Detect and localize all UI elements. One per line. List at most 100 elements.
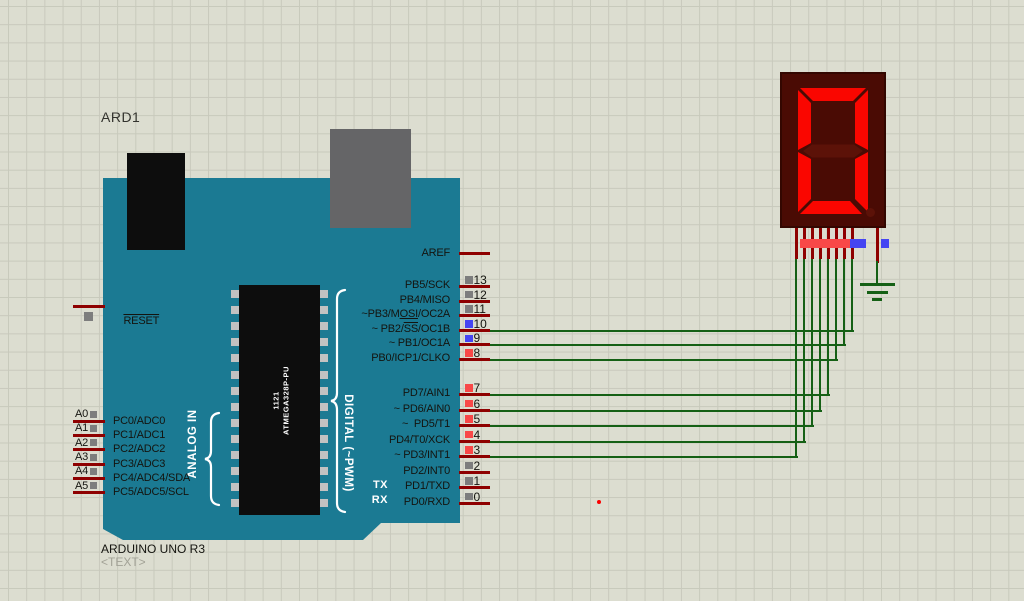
wire-pin8-v[interactable] <box>835 258 837 361</box>
wire-pin3-v[interactable] <box>795 258 797 458</box>
seven-segment-display[interactable] <box>780 72 886 228</box>
pin-name-2: PD2/INT0 <box>403 464 450 477</box>
wire-pin6-h[interactable] <box>490 409 822 412</box>
segment-f <box>798 90 811 150</box>
pin-stub-13[interactable] <box>458 285 490 288</box>
display-common-state-indicator <box>881 239 889 248</box>
pin-stub-1[interactable] <box>458 486 490 489</box>
display-pin-state-indicator <box>800 239 809 248</box>
pin-name-a5: A5 <box>74 479 88 492</box>
wire-pin5-h[interactable] <box>490 425 814 427</box>
pin-label-a2: PC2/ADC2 <box>113 443 166 456</box>
chip-leg-left <box>231 467 239 476</box>
display-pin-stub[interactable] <box>794 228 798 259</box>
chip-leg-right <box>320 402 328 411</box>
pin-name-5: ~ PD5/T1 <box>401 418 450 430</box>
wire-pin8-h[interactable] <box>490 359 838 361</box>
wire-pin7-v[interactable] <box>827 258 829 396</box>
pin-stub-a4[interactable] <box>73 476 105 480</box>
pin-state-indicator-a1 <box>89 424 97 432</box>
pin-stub-3[interactable] <box>458 455 490 458</box>
wire-pin3-h[interactable] <box>490 456 798 458</box>
pin-name-6: ~ PD6/AIN0 <box>393 402 451 415</box>
chip-leg-right <box>320 434 328 443</box>
wire-pin9-h[interactable] <box>490 344 846 347</box>
pin-label-a0: PC0/ADC0 <box>113 414 166 427</box>
pin-stub-a5[interactable] <box>73 491 105 495</box>
pin-name-7: PD7/AIN1 <box>402 387 451 399</box>
chip-leg-right <box>320 290 328 298</box>
pin-state-indicator-a5 <box>89 482 97 490</box>
chip-leg-left <box>231 451 239 459</box>
pin-number-13: 13 <box>473 273 487 287</box>
pin-number-4: 4 <box>473 427 481 442</box>
display-pin-state-indicator <box>824 239 833 248</box>
usb-connector <box>330 129 411 228</box>
pin-state-indicator-4 <box>465 430 473 439</box>
tx-label: TX <box>372 479 388 491</box>
pin-stub-4[interactable] <box>458 439 490 443</box>
segment-g <box>803 144 863 158</box>
pin-name-0: PD0/RXD <box>403 495 450 508</box>
pin-name-a1: A1 <box>74 422 88 435</box>
pin-stub-0[interactable] <box>458 501 490 505</box>
pin-name-a3: A3 <box>74 451 88 464</box>
wire-common-ground[interactable] <box>876 261 878 284</box>
pin-stub-7[interactable] <box>458 393 490 396</box>
ground-symbol-bar2 <box>866 290 888 294</box>
board-ref-label: ARD1 <box>101 109 141 125</box>
pin-stub-8[interactable] <box>458 358 490 361</box>
pin-number-5: 5 <box>473 412 481 426</box>
chip-leg-left <box>231 290 239 298</box>
pin-state-indicator-reset <box>84 312 93 321</box>
chip-leg-left <box>231 322 239 331</box>
pin-stub-a3[interactable] <box>73 462 105 466</box>
pin-stub-6[interactable] <box>458 408 490 412</box>
wire-pin4-h[interactable] <box>490 440 806 443</box>
pin-number-11: 11 <box>473 302 486 317</box>
board-title: ARDUINO UNO R3 <box>101 542 206 556</box>
pin-stub-a2[interactable] <box>73 448 105 452</box>
display-pin-state-indicator <box>857 239 866 248</box>
chip-leg-right <box>320 306 328 315</box>
wire-pin7-h[interactable] <box>490 394 830 396</box>
pin-stub-5[interactable] <box>458 424 490 427</box>
wire-pin10-v[interactable] <box>851 258 853 332</box>
pin-number-6: 6 <box>473 396 481 411</box>
wire-pin4-v[interactable] <box>803 258 805 443</box>
pin-label-a1: PC1/ADC1 <box>113 428 166 441</box>
pin-stub-a1[interactable] <box>73 433 105 437</box>
display-pin-state-indicator <box>808 239 817 248</box>
pin-stub-a0[interactable] <box>73 419 105 423</box>
wire-pin5-v[interactable] <box>811 258 813 427</box>
pin-state-indicator-0 <box>465 492 473 501</box>
segment-c <box>855 152 868 212</box>
digital-brace <box>330 288 347 514</box>
pin-stub-2[interactable] <box>458 470 490 474</box>
digital-pwm-label: DIGITAL (~PWM) <box>342 394 354 492</box>
chip-leg-left <box>231 418 239 427</box>
chip-leg-left <box>231 434 239 443</box>
pin-stub-9[interactable] <box>458 343 490 347</box>
wire-pin10-h[interactable] <box>490 329 854 332</box>
aref-label: AREF <box>421 247 450 259</box>
pin-stub-12[interactable] <box>458 299 490 303</box>
ground-symbol-bar1 <box>859 283 895 286</box>
pin-number-2: 2 <box>473 458 481 473</box>
chip-leg-right <box>320 451 328 459</box>
pin-stub-reset[interactable] <box>73 304 105 308</box>
display-common-pin-stub[interactable] <box>875 228 879 263</box>
rx-label: RX <box>371 494 388 506</box>
chip-leg-left <box>231 386 239 395</box>
pin-stub-10[interactable] <box>458 328 490 332</box>
wire-pin9-v[interactable] <box>843 258 845 347</box>
pin-stub-aref[interactable] <box>458 251 490 255</box>
pin-stub-11[interactable] <box>458 314 490 318</box>
display-pin-state-indicator <box>833 239 842 248</box>
pin-name-4: PD4/T0/XCK <box>389 433 450 446</box>
atmega-chip[interactable] <box>239 285 320 515</box>
display-pin-state-indicator <box>841 239 850 248</box>
wire-pin6-v[interactable] <box>819 258 821 412</box>
